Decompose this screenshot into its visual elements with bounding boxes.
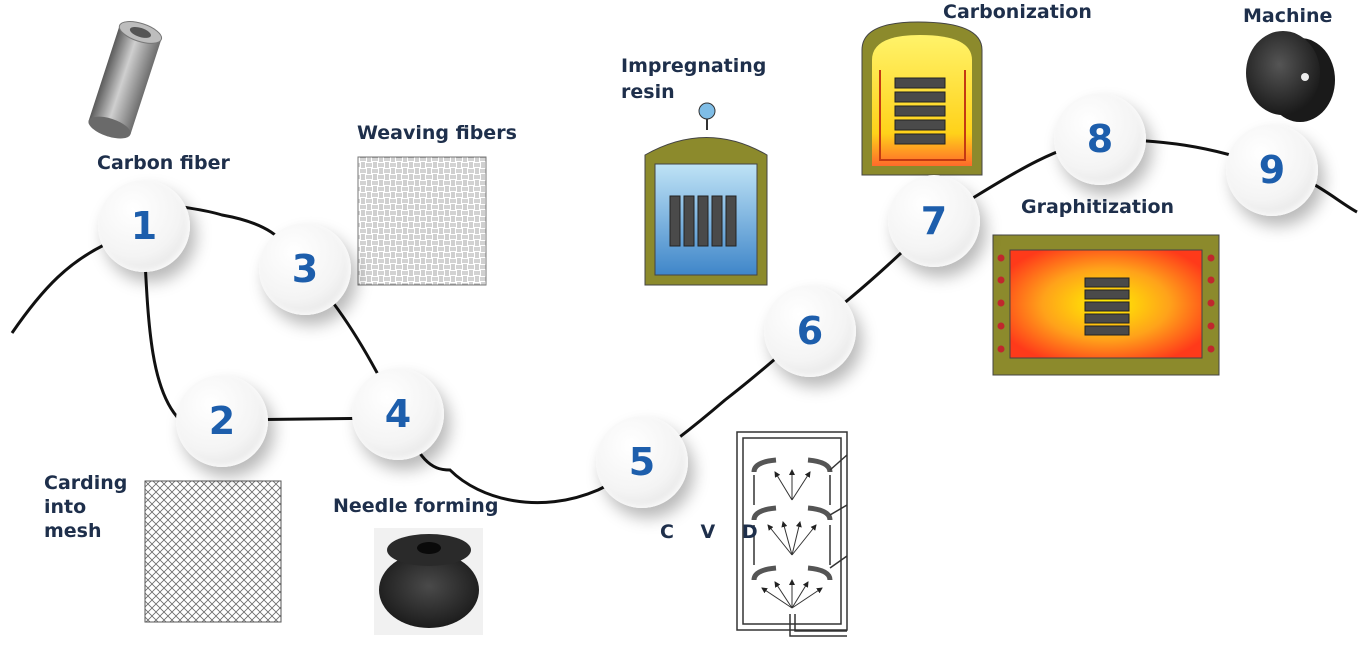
- label-machine: Machine: [1243, 5, 1333, 27]
- step-node-1: 1: [98, 180, 190, 272]
- label-carbon-fiber: Carbon fiber: [97, 152, 230, 174]
- weaving-fibers-pattern: [357, 156, 487, 286]
- carding-mesh-pattern: [144, 480, 282, 623]
- label-needle-forming: Needle forming: [333, 495, 499, 517]
- step-node-5: 5: [596, 416, 688, 508]
- label-weaving-fibers: Weaving fibers: [357, 122, 517, 144]
- carbon-fiber-spool-icon: [88, 21, 163, 139]
- label-impregnating-line-1: Impregnating: [621, 55, 767, 77]
- machined-part-icon: [1246, 31, 1335, 122]
- step-node-9: 9: [1226, 124, 1318, 216]
- needle-felt-image: [374, 528, 483, 635]
- label-cvd: C V D: [660, 521, 768, 543]
- label-impregnating-line-2: resin: [621, 81, 675, 103]
- step-node-6: 6: [764, 285, 856, 377]
- label-carding-line-1: Carding: [44, 472, 128, 494]
- label-carding-line-2: into: [44, 496, 87, 518]
- step-node-4: 4: [352, 368, 444, 460]
- cvd-reactor-icon: [736, 431, 848, 637]
- resin-tank-icon: [644, 102, 768, 286]
- carbonization-furnace-icon: [861, 21, 983, 176]
- label-carbonization: Carbonization: [943, 1, 1092, 23]
- step-node-2: 2: [176, 375, 268, 467]
- label-carding-line-3: mesh: [44, 520, 102, 542]
- label-graphitization: Graphitization: [1021, 196, 1175, 218]
- step-node-8: 8: [1054, 93, 1146, 185]
- step-node-7: 7: [888, 175, 980, 267]
- graphitization-furnace-icon: [992, 234, 1220, 376]
- step-node-3: 3: [259, 223, 351, 315]
